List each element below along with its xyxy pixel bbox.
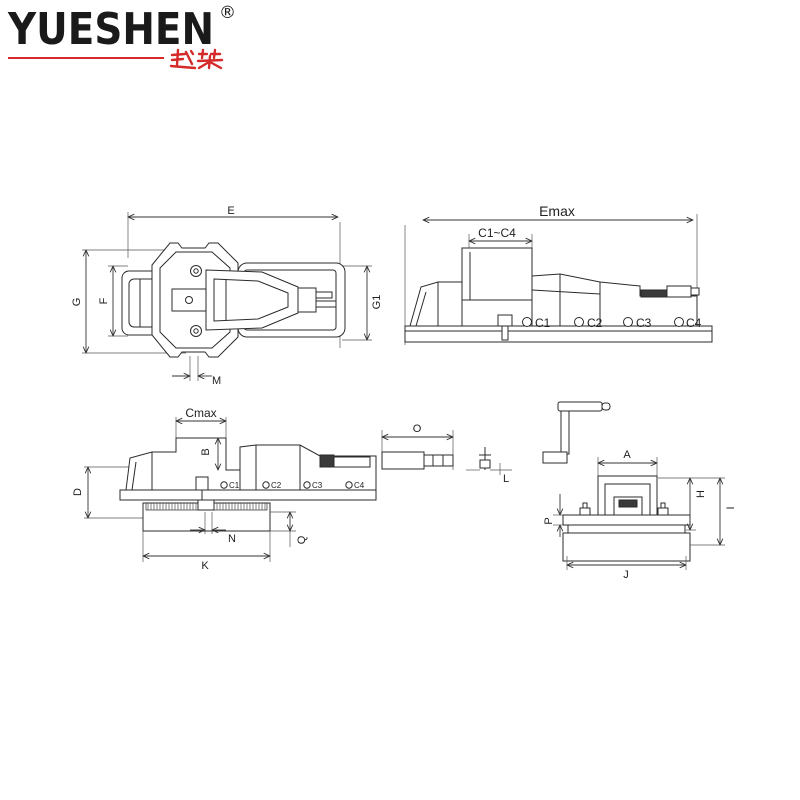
handle-sleeve	[381, 451, 425, 470]
nut-icon	[497, 314, 513, 327]
bolt-icon	[579, 507, 591, 516]
front-view: Cmax B D C1 C2 C3 C4 N Q K	[72, 406, 377, 572]
label-m: M	[212, 375, 221, 387]
end-view: A H I P J	[542, 401, 737, 581]
label-emax: Emax	[539, 203, 575, 219]
slot-c4-icon	[674, 317, 684, 327]
pin-icon	[479, 459, 491, 469]
jaw-block	[461, 247, 533, 327]
nut-icon	[195, 476, 209, 491]
label-c1: C1	[229, 481, 240, 490]
slot-c4-icon	[345, 481, 353, 489]
label-cmax: Cmax	[185, 406, 216, 420]
label-g: G	[71, 298, 83, 307]
slot-c2-icon	[262, 481, 270, 489]
label-g1: G1	[371, 295, 383, 310]
label-c4: C4	[354, 481, 365, 490]
registered-mark: ®	[219, 3, 236, 23]
label-c2: C2	[271, 481, 282, 490]
brand-logo: YUESHEN ®	[7, 3, 236, 70]
crank-handle-icon	[542, 401, 611, 464]
label-c1: C1	[535, 316, 551, 330]
top-view: E G F G1 M	[71, 205, 383, 387]
label-c2: C2	[587, 316, 603, 330]
label-h: H	[695, 490, 707, 498]
moving-jaw-plan	[205, 269, 299, 331]
label-e: E	[227, 205, 234, 217]
side-view: Emax C1~C4 C1 C2 C3 C4	[404, 203, 713, 345]
label-c-range: C1~C4	[478, 226, 516, 240]
handle-view: O	[382, 423, 453, 470]
label-b: B	[200, 448, 212, 455]
swivel-base	[562, 532, 691, 562]
label-p: P	[543, 517, 555, 524]
slot-c1-icon	[220, 481, 228, 489]
base-plate	[404, 325, 713, 343]
label-f: F	[98, 297, 110, 304]
label-d: D	[72, 488, 84, 496]
label-l: L	[503, 473, 509, 485]
base-plate	[119, 489, 377, 501]
slot-c1-icon	[522, 317, 532, 327]
label-a: A	[623, 449, 631, 461]
label-i: I	[725, 506, 737, 509]
logo-wordmark: YUESHEN	[7, 4, 214, 55]
label-c4: C4	[686, 316, 702, 330]
slot-c3-icon	[303, 481, 311, 489]
bolt-icon	[657, 507, 669, 516]
label-c3: C3	[636, 316, 652, 330]
label-k: K	[201, 560, 209, 572]
slot-c2-icon	[574, 317, 584, 327]
label-c3: C3	[312, 481, 323, 490]
label-n: N	[228, 533, 236, 545]
label-j: J	[623, 569, 629, 581]
label-q: Q	[296, 535, 308, 544]
logo-chinese-mark	[169, 48, 224, 70]
label-o: O	[413, 423, 422, 435]
slot-c3-icon	[623, 317, 633, 327]
pin-view: L	[466, 447, 512, 485]
